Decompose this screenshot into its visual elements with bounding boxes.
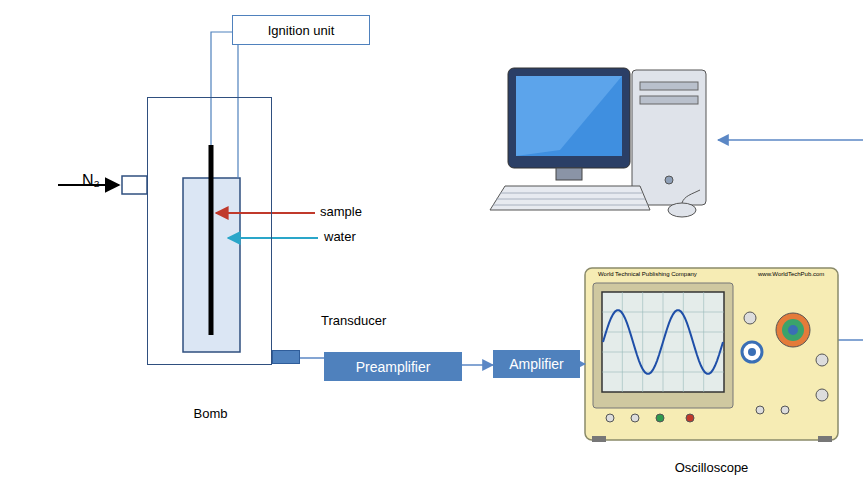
brand-text: www.WorldTechPub.com xyxy=(758,271,824,277)
node-label: Bomb xyxy=(148,406,273,421)
node-label: Ignition unit xyxy=(268,23,335,38)
part-label: sample xyxy=(320,204,362,219)
ignition-wire xyxy=(237,97,238,178)
node-label: Amplifier xyxy=(509,356,563,372)
signal-wire xyxy=(237,45,238,97)
gas-inlet xyxy=(122,176,147,194)
node-label: Preamplifier xyxy=(356,359,431,375)
node-label: Oscilloscope xyxy=(585,460,838,475)
gas-label: N₂ xyxy=(82,172,100,190)
signal-wire xyxy=(300,357,324,359)
ignition-wire xyxy=(211,32,232,145)
transducer-box: Transducer xyxy=(272,350,300,364)
signal-wire xyxy=(718,139,863,141)
process-box: Preamplifier xyxy=(324,352,462,381)
signal-arrow xyxy=(580,363,585,365)
water-pointer xyxy=(228,237,318,239)
ignition-box: Ignition unit xyxy=(232,15,370,45)
oscilloscope-device: Oscilloscope xyxy=(585,268,838,440)
brand-text: World Technical Publishing Company xyxy=(598,271,697,277)
sample-pointer xyxy=(216,212,315,214)
signal-arrow xyxy=(462,364,493,366)
bomb-housing: Bomb xyxy=(147,97,272,365)
computer-illustration xyxy=(490,68,706,217)
node-label: Transducer xyxy=(321,313,386,328)
part-label: water xyxy=(324,229,356,244)
sample-rod xyxy=(209,145,214,335)
process-box: Amplifier xyxy=(493,350,580,378)
oscilloscope-illustration xyxy=(585,268,838,442)
signal-wire xyxy=(838,339,863,341)
